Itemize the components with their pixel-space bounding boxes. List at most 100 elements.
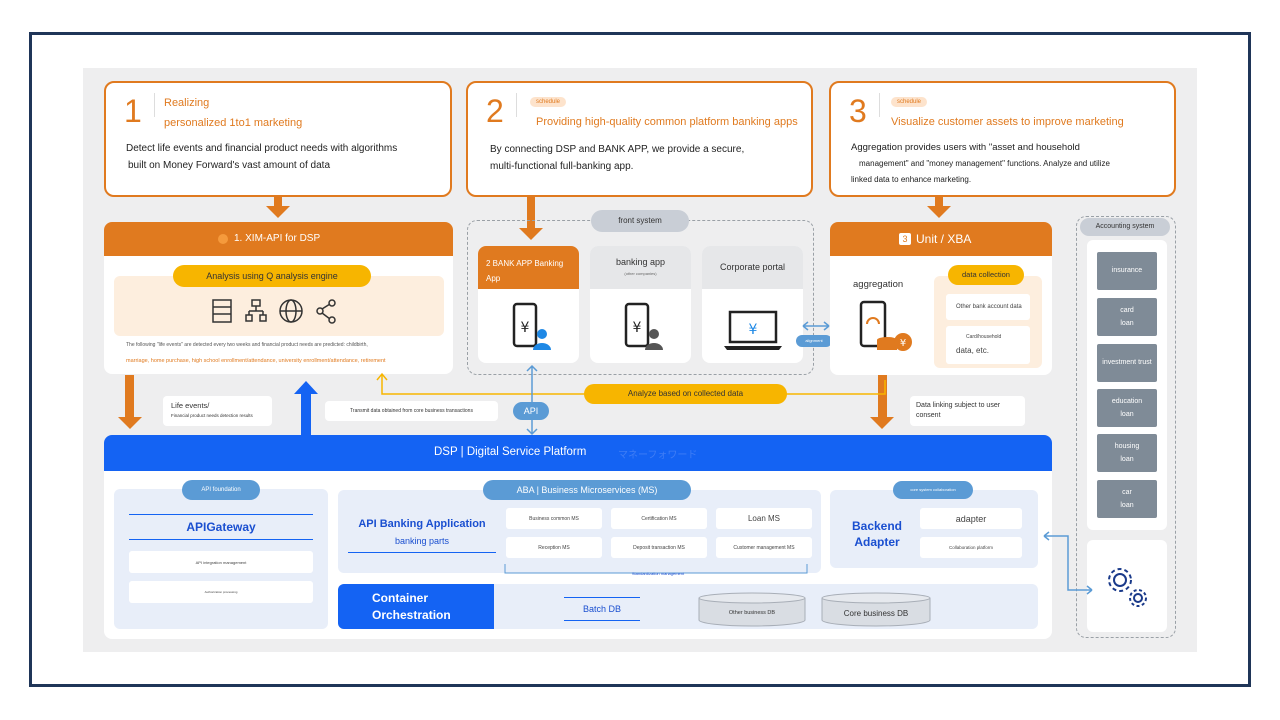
api-gateway-title: APIGateway xyxy=(129,514,313,540)
ximapi-title: 1. XIM-API for DSP xyxy=(234,233,321,244)
microservice-box: Business common MS xyxy=(506,508,602,529)
api-badge: API xyxy=(513,402,549,420)
accounting-item-label: housing xyxy=(1114,443,1140,450)
accounting-item: housing loan xyxy=(1097,434,1157,472)
unit-title: Unit / XBA xyxy=(916,232,972,246)
accounting-item-sublabel: loan xyxy=(1120,320,1134,327)
step-desc-2: multi-functional full-banking app. xyxy=(490,161,634,172)
arrow-shaft xyxy=(878,375,887,417)
batch-db: Batch DB xyxy=(564,597,640,621)
phone-coins-icon: ¥ xyxy=(859,300,912,351)
other-bank-data: Other bank account data xyxy=(946,294,1030,320)
core-db-label: Core business DB xyxy=(843,609,909,618)
analysis-icons xyxy=(212,299,336,324)
step-number: 3 xyxy=(849,93,867,129)
accounting-item-label: car xyxy=(1122,489,1132,496)
other-db-label: Other business DB xyxy=(728,610,776,616)
step-title-2: personalized 1to1 marketing xyxy=(164,117,303,129)
alignment-badge: alignment xyxy=(796,335,832,347)
core-db-icon xyxy=(821,592,931,627)
container-header: Container Orchestration xyxy=(338,584,494,629)
step-number: 2 xyxy=(486,93,504,129)
accounting-item-sublabel: loan xyxy=(1120,502,1134,509)
step-3-box: 3 schedule Visualize customer assets to … xyxy=(829,81,1176,197)
life-events-text: Life events/ xyxy=(171,401,210,410)
standardization-bracket xyxy=(504,564,808,574)
corporate-portal-title: Corporate portal xyxy=(719,262,786,272)
accounting-item: car loan xyxy=(1097,480,1157,518)
other-db-icon xyxy=(698,592,806,627)
arrow-down xyxy=(266,206,290,218)
phone-user-icon: ¥ xyxy=(512,302,551,350)
divider xyxy=(154,93,155,117)
banking-app-subtitle: (other companies) xyxy=(624,271,657,276)
ximapi-note-2: marriage, home purchase, high school enr… xyxy=(126,358,386,364)
analyze-pill: Analyze based on collected data xyxy=(584,384,787,404)
divider xyxy=(879,93,880,117)
aba-panel xyxy=(338,490,821,573)
api-connector xyxy=(526,364,538,436)
banking-app-title: banking app xyxy=(615,257,666,267)
analysis-pill: Analysis using Q analysis engine xyxy=(173,265,371,287)
data-linking-label: Data linking subject to user consent xyxy=(910,396,1025,426)
phone-user-icon: ¥ xyxy=(624,302,663,350)
backend-title-1: Backend xyxy=(851,519,903,533)
microservice-box: Deposit transaction MS xyxy=(611,537,707,558)
accounting-system-label: Accounting system xyxy=(1080,218,1170,236)
ximapi-header: 1. XIM-API for DSP xyxy=(104,222,453,256)
authorization-row: Authorization processing xyxy=(129,581,313,603)
server-icon xyxy=(212,299,232,323)
arrow-up xyxy=(294,381,318,394)
microservice-box: Certification MS xyxy=(611,508,707,529)
step-title: Providing high-quality common platform b… xyxy=(536,116,798,128)
api-foundation-pill: API foundation xyxy=(182,480,260,500)
container-title-2: Orchestration xyxy=(372,608,451,622)
laptop-icon: ¥ xyxy=(724,310,782,350)
backend-title-2: Adapter xyxy=(854,535,900,549)
accounting-item-sublabel: loan xyxy=(1120,456,1134,463)
aba-subtitle: banking parts xyxy=(394,536,450,546)
step-desc-1: By connecting DSP and BANK APP, we provi… xyxy=(490,144,745,155)
card-data-sub: Card/household xyxy=(966,334,1002,340)
step-number: 1 xyxy=(124,93,142,129)
arrow-shaft xyxy=(125,375,134,417)
dsp-subtitle: マネーフォワード xyxy=(618,450,698,461)
accounting-item-label: card xyxy=(1120,307,1134,314)
ximapi-note-1: The following "life events" are detected… xyxy=(126,342,368,348)
step-title: Realizing xyxy=(164,97,210,109)
step-desc-2: built on Money Forward's vast amount of … xyxy=(128,160,331,171)
schedule-badge: schedule xyxy=(891,97,928,107)
accounting-item-sublabel: loan xyxy=(1120,411,1134,418)
accounting-item-label: insurance xyxy=(1111,267,1143,274)
arrow-down xyxy=(118,417,142,429)
microservice-box: Reception MS xyxy=(506,537,602,558)
arrow-down xyxy=(927,206,951,218)
divider xyxy=(516,93,517,117)
life-events-label: Life events/ Financial product needs det… xyxy=(163,396,272,426)
double-arrow-icon xyxy=(802,321,830,331)
dsp-header: DSP | Digital Service Platform マネーフォワード xyxy=(104,435,1052,471)
data-collection-pill: data collection xyxy=(948,265,1024,285)
backend-accounting-connector xyxy=(1043,531,1093,595)
card-data-box: Card/household data, etc. xyxy=(946,326,1030,364)
svg-text:¥: ¥ xyxy=(749,322,758,338)
accounting-item-label: education xyxy=(1111,398,1143,405)
aba-title: API Banking Application xyxy=(358,518,486,530)
api-integration-row: API integration management xyxy=(129,551,313,573)
share-icon xyxy=(316,299,336,324)
step-desc-1: Detect life events and financial product… xyxy=(126,143,398,154)
step-desc-3: linked data to enhance marketing. xyxy=(851,175,972,184)
collaboration-box: Collaboration platform xyxy=(920,537,1022,558)
microservice-box: Customer management MS xyxy=(716,537,812,558)
aba-pill: ABA | Business Microservices (MS) xyxy=(483,480,691,500)
life-events-sub: Financial product needs detection result… xyxy=(171,413,253,418)
accounting-item-label: investment trust xyxy=(1102,359,1152,366)
outer-frame xyxy=(29,32,1251,687)
adapter-box: adapter xyxy=(920,508,1022,529)
step-title: Visualize customer assets to improve mar… xyxy=(891,116,1124,128)
arrow-down xyxy=(870,417,894,429)
gears-icon xyxy=(1108,568,1147,607)
step-desc-2: management" and "money management" funct… xyxy=(859,159,1110,168)
arrow-shaft xyxy=(935,197,943,206)
arrow-down xyxy=(519,228,543,240)
